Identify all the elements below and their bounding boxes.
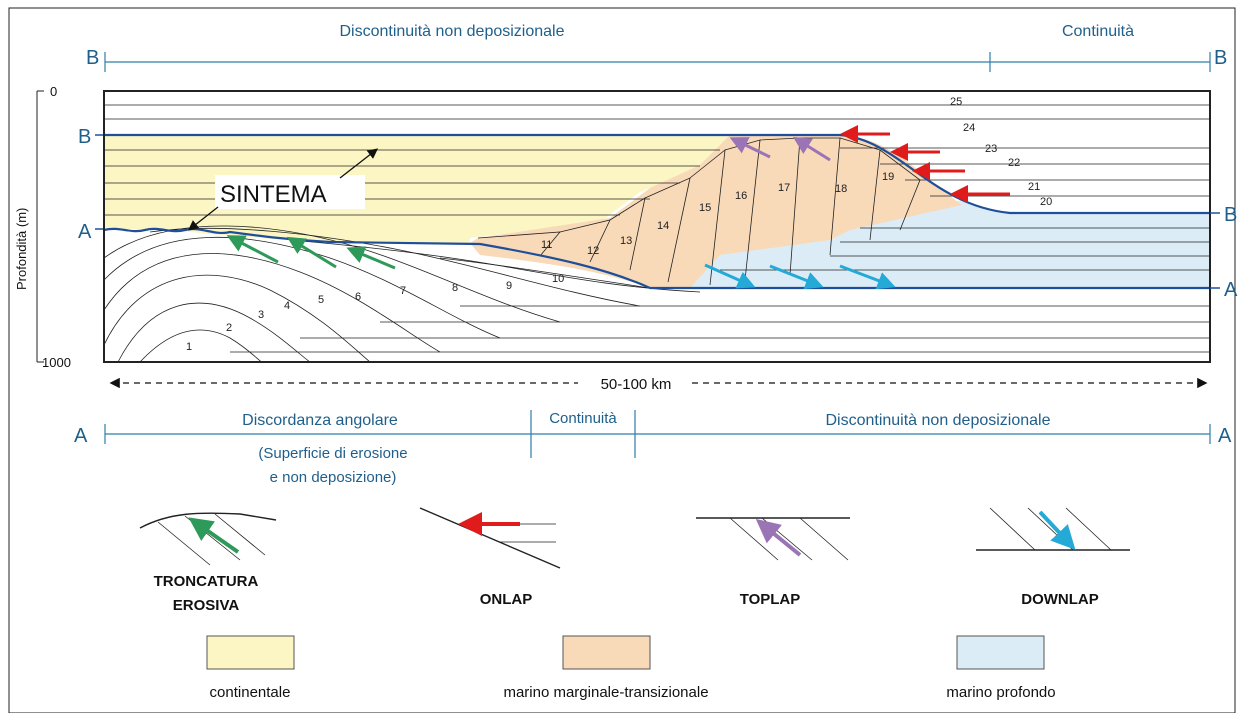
layer-number: 11 — [541, 239, 552, 251]
legend-downlap-label: DOWNLAP — [1021, 591, 1099, 608]
surface-a — [103, 227, 1210, 290]
layer-number: 7 — [400, 285, 406, 297]
layer-number: 22 — [1008, 157, 1020, 169]
layer-number: 24 — [963, 122, 975, 134]
layer-number: 13 — [620, 235, 632, 247]
layer-number: 5 — [318, 294, 324, 306]
layer-number: 14 — [657, 220, 669, 232]
surface-b-left-label: B — [78, 126, 91, 148]
cross-section: B A SINTEMA — [103, 90, 1238, 393]
layer-number: 1 — [186, 341, 192, 353]
layer-number: 21 — [1028, 181, 1040, 193]
legend-truncation-label-2: EROSIVA — [173, 597, 240, 614]
facies-continental — [104, 135, 730, 243]
legend-continental-swatch — [206, 635, 295, 670]
top-scale-right-letter: B — [1214, 47, 1227, 69]
layer-number: 19 — [882, 171, 894, 183]
toplap-arrows — [729, 136, 831, 162]
facies-deep-marine — [650, 200, 1210, 288]
bottom-scale-discordance-label: Discordanza angolare — [242, 412, 398, 429]
surface-a-right-label: A — [1224, 279, 1238, 301]
legend-continental-label: continentale — [210, 684, 291, 701]
legend-toplap-label: TOPLAP — [740, 591, 801, 608]
sintema-label: SINTEMA — [220, 181, 327, 208]
erosion-arrows — [226, 235, 396, 270]
legend-marginal-label: marino marginale-transizionale — [503, 684, 708, 701]
layer-number: 12 — [587, 245, 599, 257]
facies-marginal-transitional — [470, 135, 962, 288]
depth-bottom-label: 1000 — [42, 355, 71, 370]
top-scale-discontinuity-label: Discontinuità non deposizionale — [339, 23, 564, 40]
bottom-scale-continuity-label: Continuità — [549, 410, 617, 427]
layer-number: 23 — [985, 143, 997, 155]
width-label: 50-100 km — [601, 376, 672, 393]
legend-deep-marine-swatch — [956, 635, 1045, 670]
layer-number: 9 — [506, 280, 512, 292]
layer-number: 6 — [355, 291, 361, 303]
layer-number: 20 — [1040, 196, 1052, 208]
y-axis-label: Profondità (m) — [14, 208, 29, 290]
legend-truncation-icon — [139, 512, 277, 566]
legend-onlap-label: ONLAP — [480, 591, 533, 608]
layer-number: 4 — [284, 300, 290, 312]
depth-axis: 0 1000 Profondità (m) B A — [14, 84, 104, 370]
layer-number: 25 — [950, 96, 962, 108]
sintema-label-box — [215, 175, 365, 209]
top-scale: B B Discontinuità non deposizionale Cont… — [86, 23, 1227, 72]
legend-facies: continentale marino marginale-transizion… — [206, 635, 1056, 701]
layer-number: 8 — [452, 282, 458, 294]
layer-number: 10 — [552, 273, 564, 285]
downlap-arrows — [704, 263, 896, 290]
layer-number: 2 — [226, 322, 232, 334]
layer-numbers: 1 2 3 4 5 6 7 8 9 10 11 12 13 14 15 16 1… — [186, 96, 1052, 353]
layer-number: 16 — [735, 190, 747, 202]
outer-frame — [8, 7, 1236, 713]
bottom-scale-right-letter: A — [1218, 425, 1232, 447]
depth-top-label: 0 — [50, 84, 57, 99]
bottom-scale-discordance-note-1: (Superficie di erosione — [258, 445, 407, 462]
legend-downlap-icon — [976, 507, 1130, 551]
bottom-scale: A A Discordanza angolare (Superficie di … — [74, 410, 1232, 486]
bottom-scale-left-letter: A — [74, 425, 88, 447]
legend-marginal-swatch — [562, 635, 651, 670]
legend-toplap-icon — [696, 517, 850, 561]
onlap-arrows — [840, 125, 1010, 203]
top-scale-left-letter: B — [86, 47, 99, 69]
layer-number: 15 — [699, 202, 711, 214]
legend-onlap-icon — [419, 507, 561, 569]
surface-a-left-label: A — [78, 221, 92, 243]
bottom-scale-discontinuity-label: Discontinuità non deposizionale — [825, 412, 1050, 429]
legend-deep-marine-label: marino profondo — [946, 684, 1055, 701]
layer-number: 3 — [258, 309, 264, 321]
top-scale-continuity-label: Continuità — [1062, 23, 1134, 40]
bottom-scale-discordance-note-2: e non deposizione) — [270, 469, 397, 486]
section-frame — [103, 90, 1211, 363]
surface-b-right-label: B — [1224, 204, 1237, 226]
legend-relations: TRONCATURA EROSIVA ONLAP TOPLAP DOWNLA — [139, 507, 1130, 614]
legend-truncation-label-1: TRONCATURA — [154, 573, 259, 590]
layer-number: 18 — [835, 183, 847, 195]
layer-number: 17 — [778, 182, 790, 194]
